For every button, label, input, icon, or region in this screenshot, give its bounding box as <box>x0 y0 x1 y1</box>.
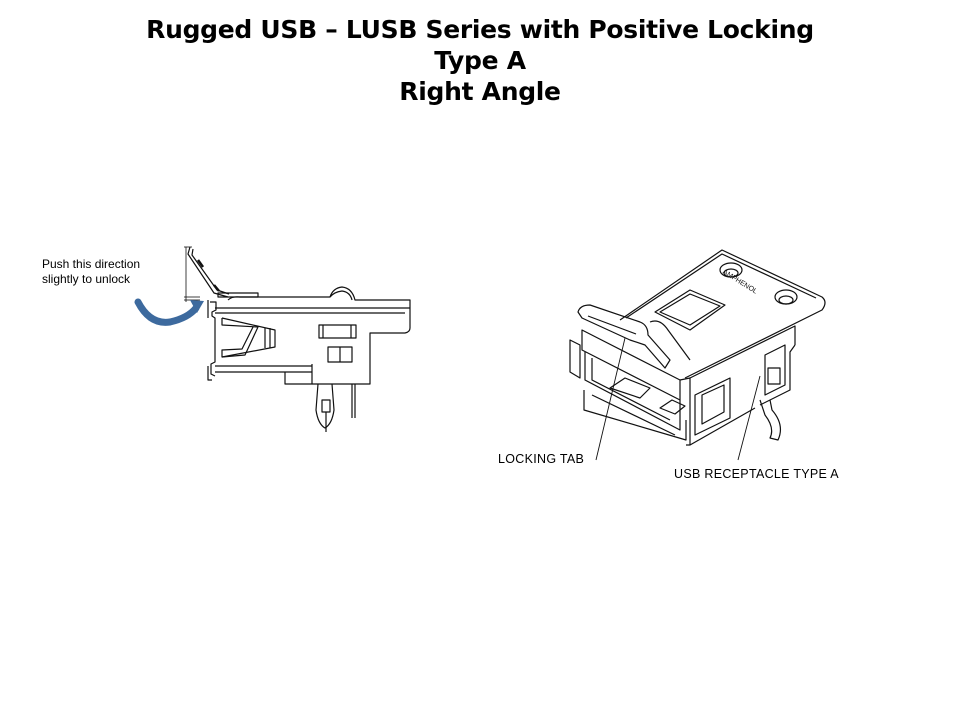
slide-title: Rugged USB – LUSB Series with Positive L… <box>0 14 960 107</box>
unlock-instruction-line-1: Push this direction <box>42 257 141 271</box>
mounting-plate: AMPHENOL <box>619 249 826 379</box>
unlock-instruction: Push this direction slightly to unlock <box>42 257 140 287</box>
callout-locking-tab: LOCKING TAB <box>498 452 585 466</box>
title-line-3: Right Angle <box>399 77 561 106</box>
locking-tab <box>577 304 691 369</box>
dimension-lines <box>184 246 200 302</box>
usb-receptacle-leader-line <box>737 375 761 461</box>
locking-tab-leader-line <box>595 337 626 461</box>
window-cutout <box>654 289 726 331</box>
connector-body <box>207 286 411 432</box>
unlock-instruction-line-2: slightly to unlock <box>42 272 131 286</box>
title-line-1: Rugged USB – LUSB Series with Positive L… <box>146 15 814 44</box>
callout-usb-receptacle: USB RECEPTACLE TYPE A <box>674 467 839 481</box>
receptacle-shell <box>569 325 796 446</box>
title-line-2: Type A <box>434 46 526 75</box>
brand-marking: AMPHENOL <box>721 269 758 296</box>
